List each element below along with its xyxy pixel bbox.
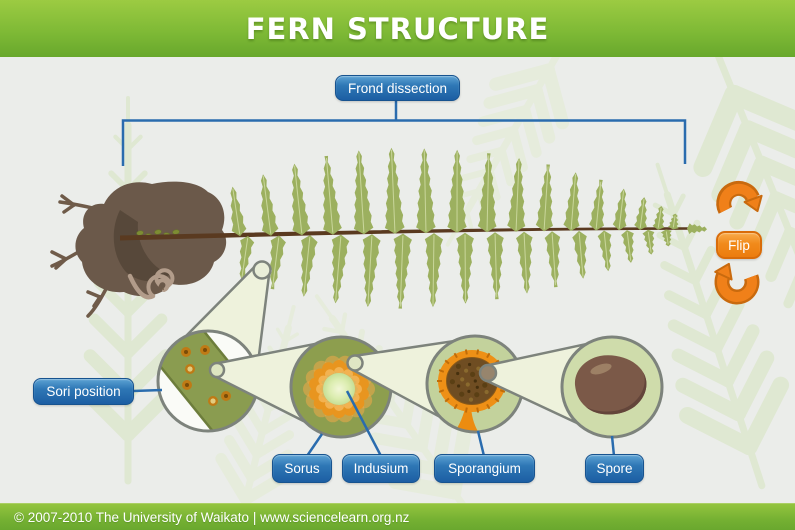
- magnifier-circle-spore: [562, 337, 662, 437]
- fiddlehead-illustration: [127, 268, 175, 300]
- magnifier-source-circle: [252, 260, 272, 280]
- diagram-area: Frond dissection Sori position Sorus Ind…: [0, 57, 795, 503]
- frond-dissection-label: Frond dissection: [335, 75, 460, 101]
- flip-rotate-down-arrow-icon[interactable]: [716, 181, 763, 214]
- spore-label: Spore: [585, 454, 644, 483]
- flip-button[interactable]: Flip: [716, 231, 762, 259]
- magnifier-source-circle: [208, 361, 226, 379]
- sori-position-label: Sori position: [33, 378, 134, 405]
- magnifier-source-circle: [478, 363, 498, 383]
- indusium-label: Indusium: [342, 454, 420, 483]
- fern-diagram-canvas: [50, 57, 795, 503]
- footer-credit: © 2007-2010 The University of Waikato | …: [14, 510, 410, 525]
- header-bar: FERN STRUCTURE: [0, 0, 795, 57]
- rachis-stem: [120, 227, 695, 241]
- background-fern-watermark: [652, 162, 790, 490]
- sorus-label: Sorus: [272, 454, 332, 483]
- footer-bar: © 2007-2010 The University of Waikato | …: [0, 503, 795, 530]
- background-fern-watermark: [445, 57, 570, 247]
- indusium-line: [345, 390, 383, 457]
- sporangium-line: [476, 430, 486, 457]
- page-title: FERN STRUCTURE: [245, 11, 550, 46]
- frond-dissection-bracket: [121, 119, 687, 166]
- sorus-line: [305, 433, 324, 457]
- spore-line: [610, 435, 616, 457]
- sori-position-line: [132, 388, 163, 393]
- fern-frond-illustration: [230, 147, 707, 309]
- magnifier-source-circle: [346, 354, 364, 372]
- sporangium-label: Sporangium: [434, 454, 535, 483]
- rhizome-illustration: [50, 181, 227, 318]
- flip-rotate-up-arrow-icon[interactable]: [714, 262, 760, 305]
